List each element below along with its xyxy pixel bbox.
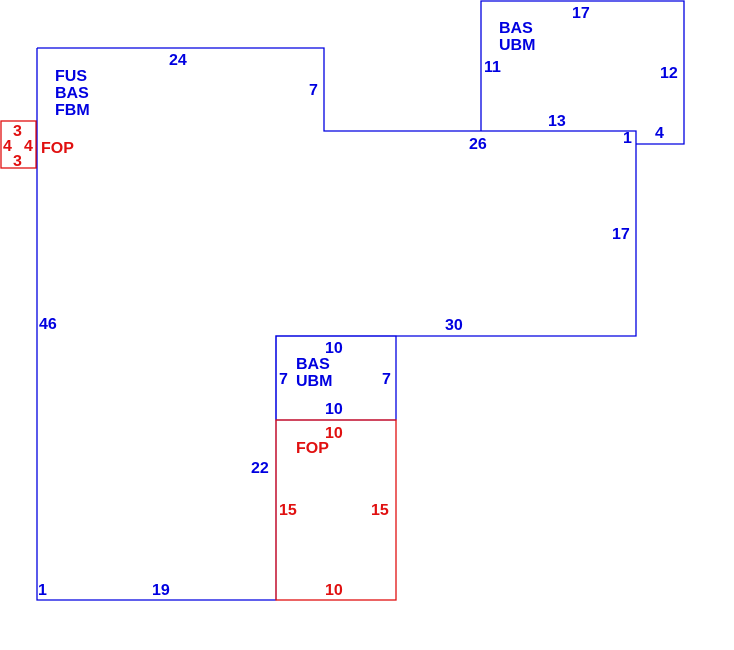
main-code-fus: FUS	[55, 68, 87, 85]
upper-code-ubm: UBM	[499, 37, 535, 54]
dim-label: 46	[39, 316, 57, 333]
lower-code-bas: BAS	[296, 356, 330, 373]
dim-label: 1	[623, 130, 632, 147]
dim-label: 12	[660, 65, 678, 82]
dim-label: 30	[445, 317, 463, 334]
dim-label: 24	[169, 52, 187, 69]
porch-small-outline	[0, 120, 37, 169]
dim-label: 1	[38, 582, 47, 599]
upper-addition-outline	[480, 0, 685, 145]
dim-label: 7	[279, 371, 288, 388]
dim-label: 15	[371, 502, 389, 519]
porch-code-fop: FOP	[296, 440, 329, 457]
dim-label: 10	[325, 582, 343, 599]
dim-label: 13	[548, 113, 566, 130]
dim-label: 11	[484, 59, 501, 76]
upper-code-bas: BAS	[499, 20, 533, 37]
dim-label: 22	[251, 460, 269, 477]
main-area-outline	[36, 47, 637, 601]
dim-label: 7	[382, 371, 391, 388]
dim-label: 7	[309, 82, 318, 99]
main-code-bas: BAS	[55, 85, 89, 102]
dim-label: 4	[24, 138, 33, 155]
dim-label: 26	[469, 136, 487, 153]
dim-label: 4	[3, 138, 12, 155]
dim-label: 3	[13, 123, 22, 140]
dim-label: 17	[612, 226, 630, 243]
main-code-fbm: FBM	[55, 102, 90, 119]
dim-label: 4	[655, 125, 664, 142]
dim-label: 17	[572, 5, 590, 22]
dim-label: 10	[325, 340, 343, 357]
dim-label: 3	[13, 153, 22, 170]
porch-small-code-fop: FOP	[41, 140, 74, 157]
dim-label: 19	[152, 582, 170, 599]
dim-label: 15	[279, 502, 297, 519]
porch-bottom-outline	[275, 419, 397, 601]
dim-label: 10	[325, 401, 343, 418]
dim-label: 10	[325, 425, 343, 442]
lower-code-ubm: UBM	[296, 373, 332, 390]
